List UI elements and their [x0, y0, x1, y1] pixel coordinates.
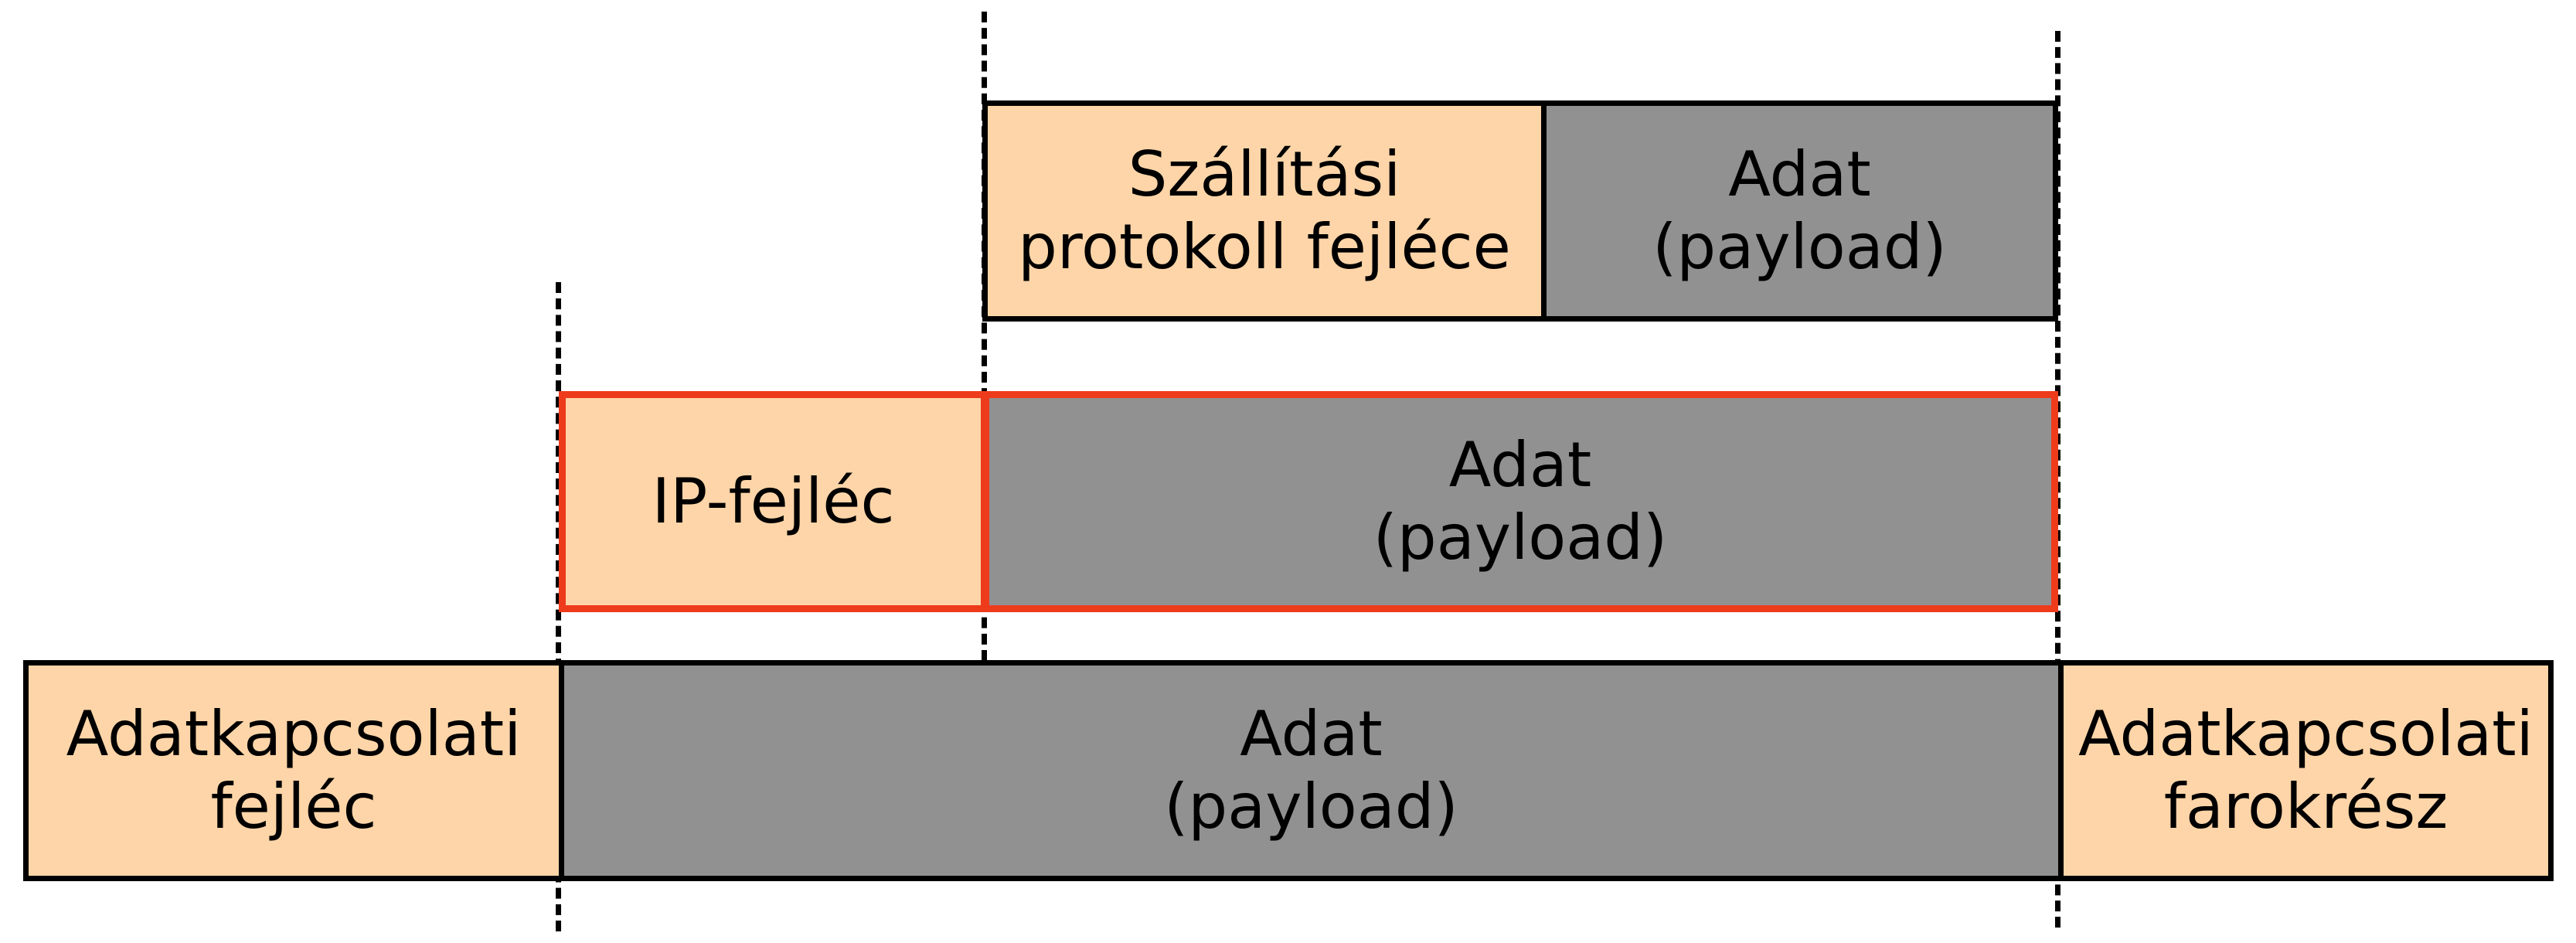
transport-payload-line-1: Adat — [1728, 138, 1871, 210]
frame-trailer-line-2: farokrész — [2163, 771, 2448, 843]
ip-payload-line-2: (payload) — [1373, 502, 1668, 574]
boundary-line-ip-left — [556, 282, 561, 931]
frame-header-box: Adatkapcsolati fejléc — [23, 660, 564, 881]
ip-payload-line-1: Adat — [1448, 429, 1592, 501]
ip-header-label: IP-fejléc — [652, 465, 895, 537]
transport-header-line-1: Szállítási — [1128, 138, 1401, 210]
frame-trailer-line-1: Adatkapcsolati — [2078, 698, 2533, 770]
ip-header-box: IP-fejléc — [559, 391, 988, 612]
frame-trailer-box: Adatkapcsolati farokrész — [2058, 660, 2554, 881]
transport-payload-box: Adat (payload) — [1541, 100, 2058, 322]
frame-header-line-2: fejléc — [210, 771, 377, 843]
transport-header-line-2: protokoll fejléce — [1018, 211, 1511, 283]
frame-payload-line-2: (payload) — [1164, 771, 1458, 843]
frame-header-line-1: Adatkapcsolati — [66, 698, 522, 770]
boundary-line-transport-left — [982, 12, 987, 661]
frame-payload-box: Adat (payload) — [559, 660, 2064, 881]
ip-payload-box: Adat (payload) — [982, 391, 2058, 612]
frame-payload-line-1: Adat — [1240, 698, 1383, 770]
transport-payload-line-2: (payload) — [1652, 211, 1947, 283]
transport-header-box: Szállítási protokoll fejléce — [982, 100, 1547, 322]
